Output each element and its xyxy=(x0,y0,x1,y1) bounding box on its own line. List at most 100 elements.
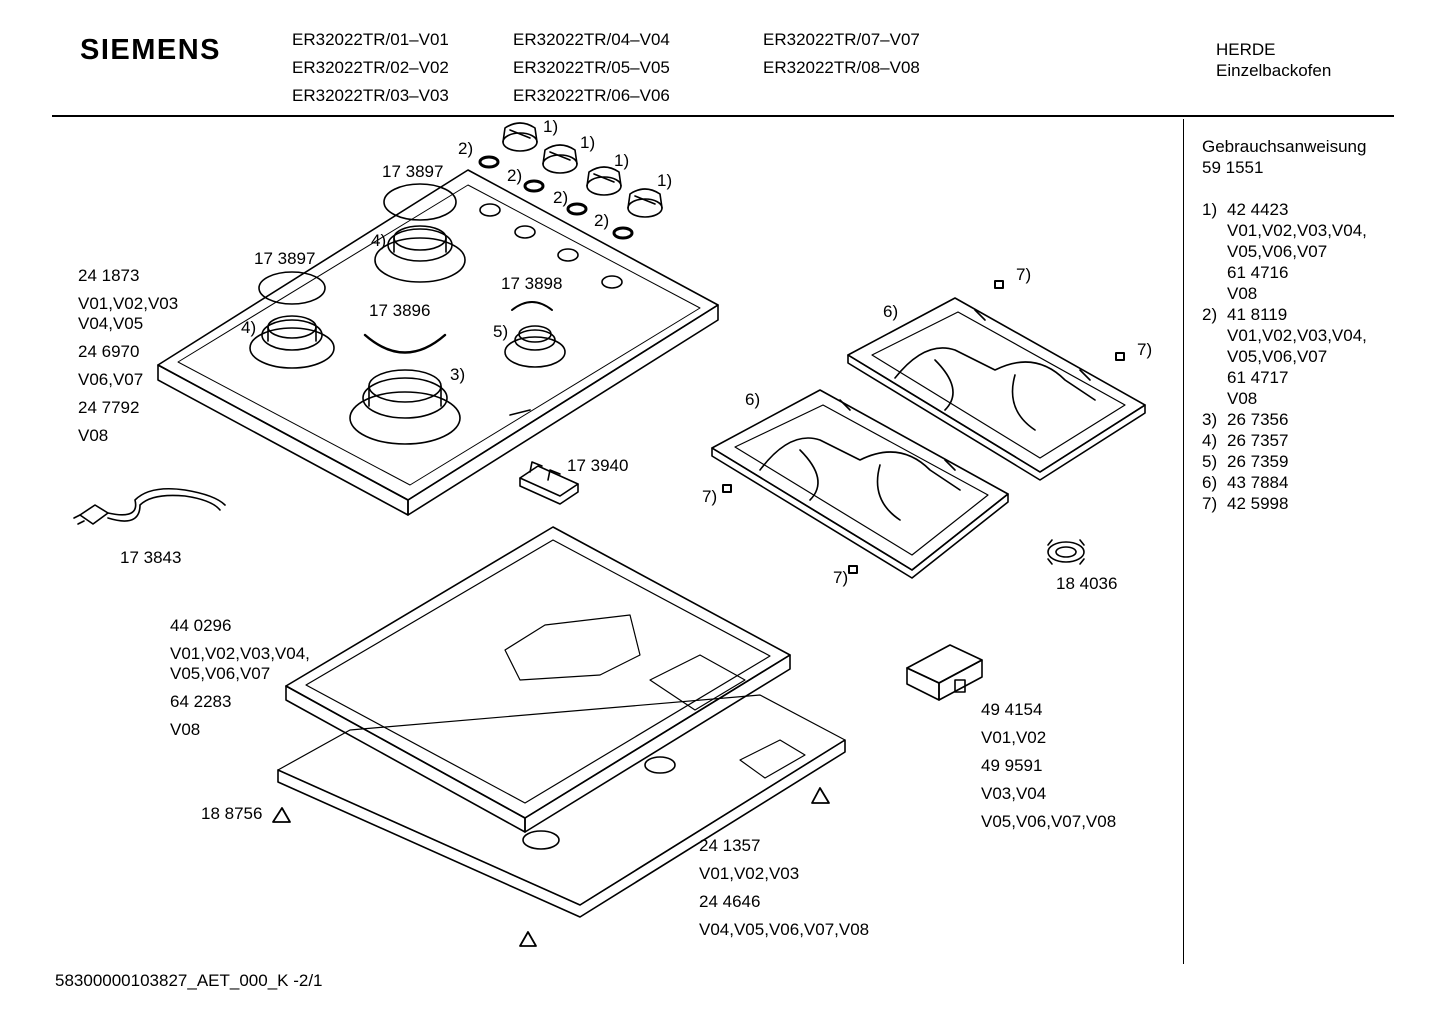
part-line: 26 7359 xyxy=(1227,452,1289,471)
callout-knob: 1) xyxy=(543,117,559,136)
part-line: 24 1873 xyxy=(78,266,140,285)
part-entry-4: 4) 26 7357 xyxy=(1202,430,1367,451)
siemens-logo: SIEMENS xyxy=(80,34,222,66)
hob-part-block: 24 1873 V01,V02,V03 V04,V05 24 6970 V06,… xyxy=(78,264,178,448)
part-line: 42 5998 xyxy=(1227,494,1289,513)
part-num: 5) xyxy=(1202,452,1218,471)
part-line: 49 4154 xyxy=(981,700,1043,719)
part-num: 6) xyxy=(1202,473,1218,492)
part-line: V01,V02,V03 xyxy=(699,864,800,883)
parts-sidebar: Gebrauchsanweisung 59 1551 1) 42 4423 V0… xyxy=(1202,136,1367,514)
knob-icon xyxy=(502,122,538,152)
burner-cap-173896 xyxy=(363,333,447,354)
callout-ring: 2) xyxy=(553,188,569,207)
part-line: V01,V02,V03,V04, xyxy=(1227,221,1367,240)
part-line: V04,V05 xyxy=(78,314,144,333)
gasket-part xyxy=(1047,539,1085,565)
part-number: 17 3896 xyxy=(369,301,431,320)
part-line: 26 7356 xyxy=(1227,410,1289,429)
rubber-feet xyxy=(722,280,1125,574)
model-code: ER32022TR/03–V03 xyxy=(292,86,449,105)
callout-knob: 1) xyxy=(657,171,673,190)
model-code: ER32022TR/05–V05 xyxy=(513,58,670,77)
part-entry-3: 3) 26 7356 xyxy=(1202,409,1367,430)
base-part-block: 24 1357 V01,V02,V03 24 4646 V04,V05,V06,… xyxy=(699,834,869,942)
callout-foot: 7) xyxy=(702,487,718,506)
part-line: 24 4646 xyxy=(699,892,761,911)
part-number: 18 4036 xyxy=(1056,574,1118,593)
callout-ring: 2) xyxy=(594,211,610,230)
burner-cap-173897-front xyxy=(258,271,326,305)
part-line: V01,V02,V03,V04, xyxy=(1227,326,1367,345)
callout-ring: 2) xyxy=(507,166,523,185)
foot-icons xyxy=(272,787,830,947)
knob-icon xyxy=(542,144,578,174)
power-cable-icon xyxy=(73,487,226,525)
part-line: V05,V06,V07 xyxy=(170,664,271,683)
model-code: ER32022TR/07–V07 xyxy=(763,30,920,49)
part-line: 42 4423 xyxy=(1227,200,1289,219)
knob-icon xyxy=(627,188,663,218)
part-number: 17 3940 xyxy=(567,456,629,475)
part-line: 61 4716 xyxy=(1227,263,1289,282)
part-entry-1: 1) 42 4423 V01,V02,V03,V04, V05,V06,V07 … xyxy=(1202,199,1367,304)
part-entry-7: 7) 42 5998 xyxy=(1202,493,1367,514)
callout-knob: 1) xyxy=(614,151,630,170)
part-line: V08 xyxy=(1227,284,1258,303)
part-num: 3) xyxy=(1202,410,1218,429)
callout-burner: 4) xyxy=(241,318,257,337)
base-tray xyxy=(277,614,846,918)
manual-label: Gebrauchsanweisung xyxy=(1202,137,1367,156)
part-num: 4) xyxy=(1202,431,1218,450)
callout-burner-small: 5) xyxy=(493,322,509,341)
control-knobs xyxy=(502,122,663,218)
part-entry-2: 2) 41 8119 V01,V02,V03,V04, V05,V06,V07 … xyxy=(1202,304,1367,409)
junction-box xyxy=(906,644,983,701)
part-line: V08 xyxy=(78,426,109,445)
burner-large xyxy=(349,369,461,445)
category-subtitle: Einzelbackofen xyxy=(1216,61,1332,80)
part-entry-6: 6) 43 7884 xyxy=(1202,472,1367,493)
frame-part-block: 44 0296 V01,V02,V03,V04, V05,V06,V07 64 … xyxy=(170,614,310,742)
part-number: 17 3897 xyxy=(382,162,444,181)
part-line: 24 6970 xyxy=(78,342,140,361)
part-number: 18 8756 xyxy=(201,804,263,823)
model-code: ER32022TR/06–V06 xyxy=(513,86,670,105)
model-list-col1: ER32022TR/01–V01 ER32022TR/02–V02 ER3202… xyxy=(292,26,449,110)
part-num: 2) xyxy=(1202,305,1218,324)
part-line: 64 2283 xyxy=(170,692,232,711)
part-line: V05,V06,V07,V08 xyxy=(981,812,1117,831)
model-code: ER32022TR/08–V08 xyxy=(763,58,920,77)
document-footer-code: 58300000103827_AET_000_K -2/1 xyxy=(55,971,323,990)
burner-front-left xyxy=(249,315,335,369)
part-entry-5: 5) 26 7359 xyxy=(1202,451,1367,472)
part-number: 17 3897 xyxy=(254,249,316,268)
part-line: V03,V04 xyxy=(981,784,1047,803)
model-code: ER32022TR/01–V01 xyxy=(292,30,449,49)
part-number: 17 3843 xyxy=(120,548,182,567)
hob-top-plate xyxy=(157,169,719,516)
part-line: V08 xyxy=(170,720,201,739)
model-list-col3: ER32022TR/07–V07 ER32022TR/08–V08 xyxy=(763,26,920,82)
ignition-module xyxy=(519,461,579,505)
part-line: 43 7884 xyxy=(1227,473,1289,492)
part-line: V06,V07 xyxy=(78,370,144,389)
burner-back-left xyxy=(374,225,466,283)
part-line: 26 7357 xyxy=(1227,431,1289,450)
callout-burner: 4) xyxy=(371,231,387,250)
pan-support-right xyxy=(847,297,1146,481)
knob-rings xyxy=(478,155,634,240)
part-line: 49 9591 xyxy=(981,756,1043,775)
hob-frame xyxy=(285,526,791,833)
knob-icon xyxy=(586,166,622,196)
part-line: V04,V05,V06,V07,V08 xyxy=(699,920,870,939)
callout-knob: 1) xyxy=(580,133,596,152)
box-part-block: 49 4154 V01,V02 49 9591 V03,V04 V05,V06,… xyxy=(981,698,1116,834)
part-line: 24 1357 xyxy=(699,836,761,855)
part-line: V05,V06,V07 xyxy=(1227,347,1328,366)
header-divider xyxy=(52,115,1394,117)
part-num: 1) xyxy=(1202,200,1218,219)
manual-number: 59 1551 xyxy=(1202,158,1264,177)
burner-caps xyxy=(258,183,553,354)
